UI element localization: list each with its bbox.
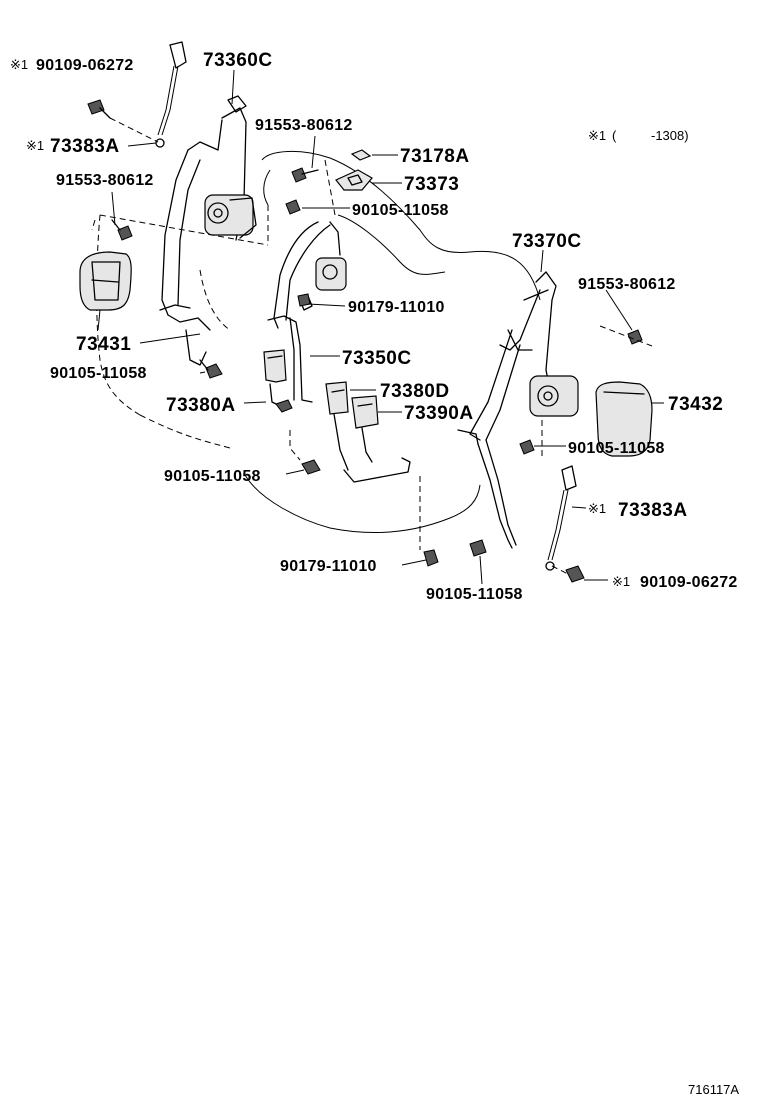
bolt-90105-11058-bottom-left: [289, 430, 321, 475]
label-90105-11058-a: 90105-11058: [352, 202, 449, 219]
mark-right-bottom: ※1: [612, 574, 630, 589]
label-73380A: 73380A: [166, 395, 236, 416]
cover-73432: [595, 381, 653, 457]
label-73390A: 73390A: [404, 403, 474, 424]
note-range-open: (: [612, 128, 617, 143]
label-91553-80612-right: 91553-80612: [578, 276, 676, 293]
label-73373: 73373: [404, 174, 459, 195]
label-90105-11058-c: 90105-11058: [568, 440, 665, 457]
bolt-91553-80612-right: [599, 325, 653, 347]
label-73383A-right: 73383A: [618, 500, 688, 521]
retractor-73360C: [159, 95, 257, 366]
bolt-90105-11058-right: [519, 420, 543, 460]
label-90105-11058-d: 90105-11058: [164, 468, 261, 485]
cover-73431: [79, 251, 132, 311]
figure-number: 716117A: [688, 1082, 739, 1097]
bolt-90105-11058-top: [285, 199, 301, 215]
label-90105-11058-b: 90105-11058: [50, 365, 147, 382]
buckle-73380A: [263, 349, 293, 413]
part-labels: ※1 90109-06272 73360C ※1 73383A 91553-80…: [10, 50, 739, 1097]
mark-left-top: ※1: [10, 57, 28, 72]
retractor-73370C: [457, 271, 579, 549]
label-73350C: 73350C: [342, 348, 412, 369]
clip-73178A: [350, 149, 372, 161]
nut-90179-11010-bottom: [419, 476, 439, 567]
label-73178A: 73178A: [400, 146, 470, 167]
label-91553-80612-left: 91553-80612: [56, 172, 154, 189]
note-mark: ※1: [588, 128, 606, 143]
mark-right-mid: ※1: [588, 501, 606, 516]
label-90179-11010-a: 90179-11010: [348, 299, 445, 316]
note-range-value: -1308): [651, 128, 689, 143]
label-73431: 73431: [76, 334, 131, 355]
center-belt-73350C: [267, 221, 347, 403]
bolt-90105-11058-bottom-right: [469, 539, 487, 557]
bolt-91553-80612-top: [291, 167, 319, 183]
leader-lines: [97, 69, 664, 585]
label-91553-80612-top: 91553-80612: [255, 117, 353, 134]
buckle-73390A: [343, 395, 411, 483]
anchor-strap-73383A-left: [155, 41, 187, 148]
buckle-73380D: [325, 381, 349, 471]
mark-left-mid: ※1: [26, 138, 44, 153]
label-73370C: 73370C: [512, 231, 582, 252]
rear-seat-outline: [91, 150, 541, 534]
label-90179-11010-b: 90179-11010: [280, 558, 377, 575]
bolt-91553-80612-left: [111, 219, 133, 241]
label-90105-11058-e: 90105-11058: [426, 586, 523, 603]
bolt-90109-06272-left: [87, 99, 159, 143]
label-73383A-left: 73383A: [50, 136, 120, 157]
label-90109-06272-left: 90109-06272: [36, 57, 134, 74]
label-73360C: 73360C: [203, 50, 273, 71]
label-73432: 73432: [668, 394, 723, 415]
label-90109-06272-right: 90109-06272: [640, 574, 738, 591]
anchor-strap-73383A-right: [545, 465, 577, 571]
bolt-90105-11058-left: [199, 359, 223, 379]
cover-73373: [335, 169, 373, 191]
label-73380D: 73380D: [380, 381, 450, 402]
bolt-90109-06272-right: [551, 565, 585, 583]
